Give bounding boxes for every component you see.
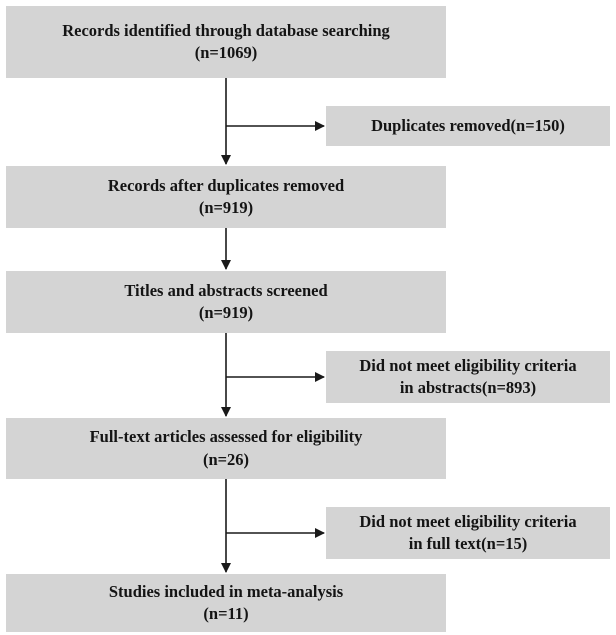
step-records-identified: Records identified through database sear… — [6, 6, 446, 78]
step-after-duplicates-count: (n=919) — [198, 198, 254, 217]
exclusion-fulltext-line2: in full text(n=15) — [408, 534, 528, 553]
exclusion-abstracts-ineligible: Did not meet eligibility criteria in abs… — [326, 351, 610, 403]
exclusion-fulltext-ineligible: Did not meet eligibility criteria in ful… — [326, 507, 610, 559]
step-records-identified-count: (n=1069) — [194, 43, 258, 62]
step-fulltext-count: (n=26) — [202, 449, 250, 469]
step-after-duplicates-removed: Records after duplicates removed (n=919) — [6, 166, 446, 228]
exclusion-abstracts-line2: in abstracts(n=893) — [399, 378, 537, 397]
step-records-identified-text: Records identified through database sear… — [62, 20, 390, 40]
exclusion-duplicates-removed: Duplicates removed(n=150) — [326, 106, 610, 146]
step-titles-abstracts-count: (n=919) — [198, 303, 254, 322]
step-studies-included: Studies included in meta-analysis (n=11) — [6, 574, 446, 632]
step-titles-abstracts-text: Titles and abstracts screened — [124, 280, 328, 300]
step-studies-included-count: (n=11) — [203, 604, 249, 623]
exclusion-duplicates-text: Duplicates removed(n=150) — [371, 115, 565, 135]
step-titles-abstracts-screened: Titles and abstracts screened (n=919) — [6, 271, 446, 333]
step-fulltext-text: Full-text articles assessed for eligibil… — [89, 427, 363, 447]
step-studies-included-text: Studies included in meta-analysis — [108, 581, 344, 601]
exclusion-abstracts-line1: Did not meet eligibility criteria — [359, 355, 577, 375]
exclusion-fulltext-line1: Did not meet eligibility criteria — [359, 511, 577, 531]
step-fulltext-assessed: Full-text articles assessed for eligibil… — [6, 418, 446, 479]
step-after-duplicates-text: Records after duplicates removed — [107, 175, 345, 195]
